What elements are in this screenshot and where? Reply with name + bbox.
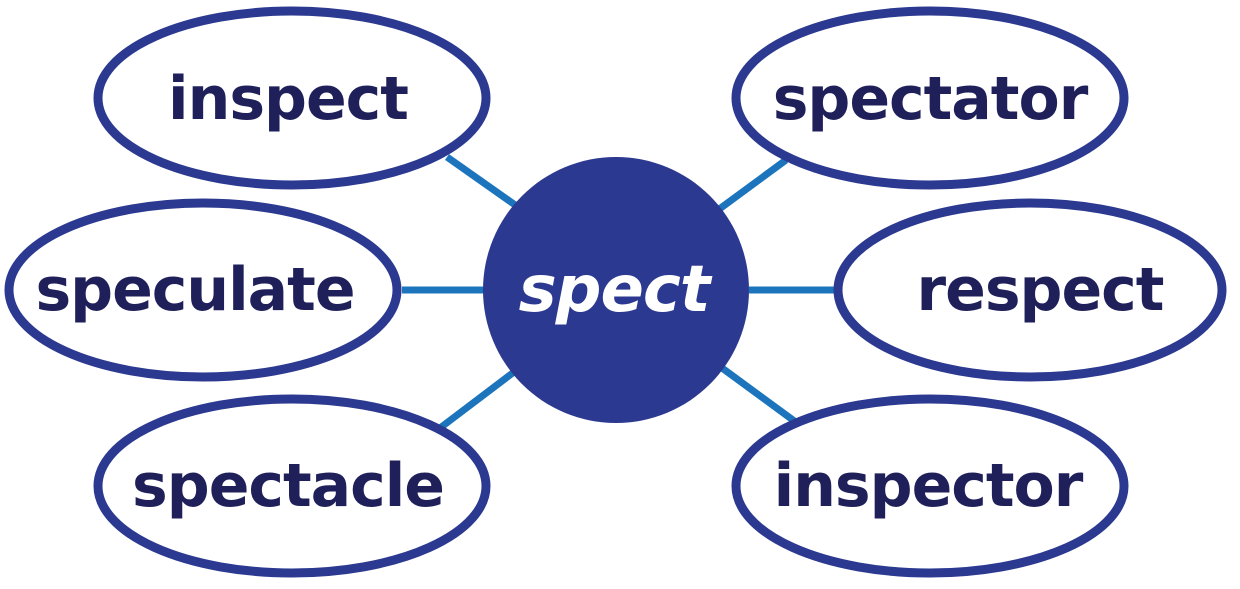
word-respect: respect (917, 255, 1164, 325)
oval-spectacle (93, 394, 491, 578)
hub-node: spect (483, 157, 749, 423)
word-speculate: speculate (35, 255, 354, 325)
oval-speculate (4, 198, 402, 382)
oval-inspect (93, 6, 491, 190)
word-node-spectator: spectator (731, 6, 1129, 190)
hub-word: spect (519, 253, 713, 327)
connector-spectacle (437, 369, 517, 431)
word-spectacle: spectacle (132, 451, 444, 521)
oval-inspector (731, 394, 1129, 578)
word-spectator: spectator (773, 64, 1089, 134)
word-inspect: inspect (168, 64, 408, 134)
word-node-inspect: inspect (93, 6, 491, 190)
word-node-inspector: inspector (731, 394, 1129, 578)
word-node-spectacle: spectacle (93, 394, 491, 578)
word-inspector: inspector (774, 451, 1084, 521)
word-node-respect: respect (833, 198, 1227, 382)
connector-inspector (719, 365, 800, 426)
connectors (402, 154, 840, 431)
connector-spectator (715, 157, 789, 213)
word-node-speculate: speculate (4, 198, 402, 382)
oval-respect (833, 198, 1227, 382)
connector-inspect (444, 154, 521, 210)
hub-circle (483, 157, 749, 423)
oval-spectator (731, 6, 1129, 190)
